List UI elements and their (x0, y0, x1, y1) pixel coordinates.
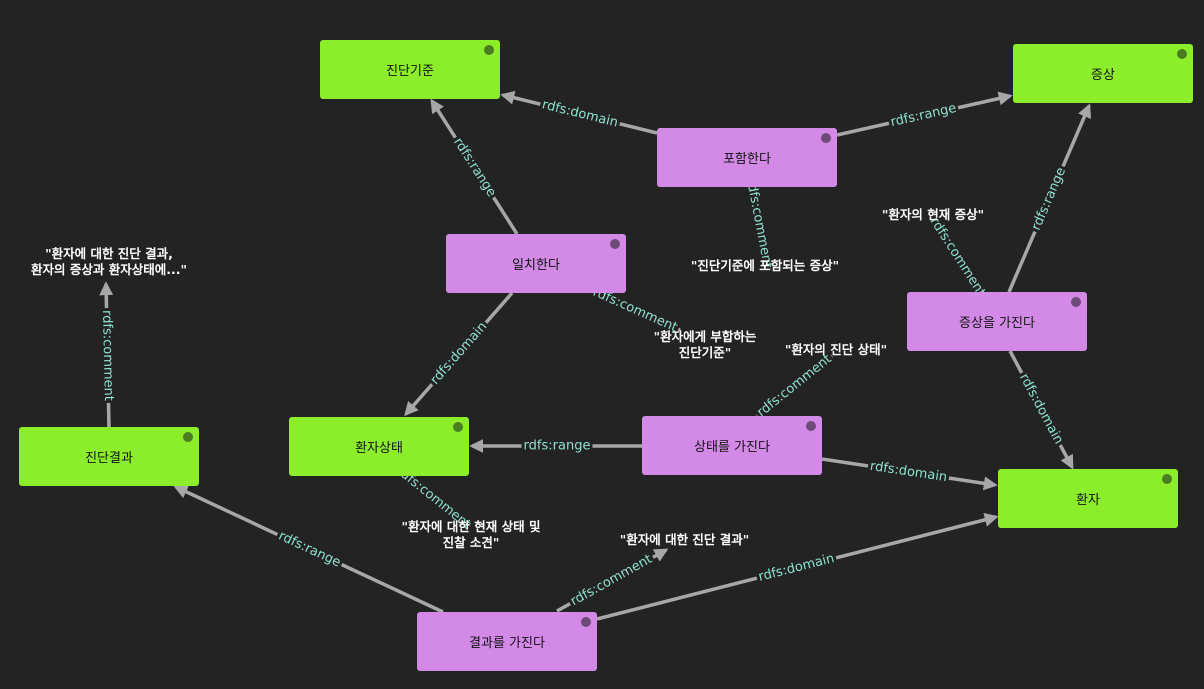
edge-includes-range-label-bg (887, 100, 960, 131)
node-handle-icon[interactable] (821, 133, 831, 143)
literal-patient-state-comment: "환자에 대한 현재 상태 및 진찰 소견" (401, 519, 541, 550)
edge-has-symptom-domain-label-bg (1015, 369, 1067, 449)
node-label: 일치한다 (512, 258, 560, 273)
edge-has-symptom-domain-label: rdfs:domain (1016, 371, 1066, 447)
node-label: 환자 (1076, 493, 1100, 508)
node-handle-icon[interactable] (1177, 49, 1187, 59)
node-label: 환자상태 (355, 441, 403, 456)
node-label: 증상을 가진다 (959, 316, 1035, 331)
edge-includes-range-label: rdfs:range (889, 101, 958, 130)
edge-has-state-range-label: rdfs:range (524, 439, 591, 454)
node-label: 상태를 가진다 (694, 440, 770, 455)
node-diagnostic-criteria[interactable]: 진단기준 (320, 40, 500, 99)
node-has-symptom[interactable]: 증상을 가진다 (907, 292, 1087, 351)
node-label: 진단결과 (85, 451, 133, 466)
edge-matches-comment-label-bg (588, 283, 682, 337)
node-has-state[interactable]: 상태를 가진다 (642, 416, 822, 475)
literal-has-result-comment: "환자에 대한 진단 결과" (619, 532, 750, 547)
node-handle-icon[interactable] (806, 421, 816, 431)
edge-has-result-comment-label: rdfs:comment (568, 552, 655, 609)
edge-includes-domain-label: rdfs:domain (540, 97, 619, 130)
node-includes[interactable]: 포함한다 (657, 128, 837, 187)
edge-includes-comment-label-bg (742, 175, 776, 272)
node-label: 결과를 가진다 (469, 636, 545, 651)
literal-includes-comment: "진단기준에 포함되는 증상" (690, 258, 840, 273)
node-patient-state[interactable]: 환자상태 (289, 417, 469, 476)
node-handle-icon[interactable] (1162, 474, 1172, 484)
edge-includes-domain-label-bg (538, 96, 622, 132)
edge-has-state-domain-label: rdfs:domain (869, 459, 948, 485)
literal-matches-comment: "환자에게 부합하는 진단기준" (653, 329, 757, 360)
edge-has-symptom-comment-label: rdfs:comment (927, 215, 989, 300)
node-symptom[interactable]: 증상 (1013, 44, 1193, 103)
node-handle-icon[interactable] (453, 422, 463, 432)
edge-has-state-comment-label: rdfs:comment (754, 352, 834, 421)
node-handle-icon[interactable] (610, 239, 620, 249)
edge-includes-comment-label: rdfs:comment (743, 177, 775, 269)
node-handle-icon[interactable] (183, 432, 193, 442)
node-handle-icon[interactable] (1071, 297, 1081, 307)
edge-has-symptom-comment-label-bg (925, 213, 990, 301)
node-label: 포함한다 (723, 152, 771, 167)
edge-matches-domain-label-bg (426, 317, 492, 390)
edge-has-state-domain-label-bg (866, 458, 951, 486)
edge-has-state-range-label-bg (521, 438, 593, 454)
edge-has-result-range-label-bg (274, 527, 345, 572)
edge-has-result-domain-label: rdfs:domain (757, 551, 836, 585)
edge-matches-range-label: rdfs:range (450, 135, 499, 199)
edge-has-result-domain-label-bg (755, 550, 838, 586)
node-handle-icon[interactable] (581, 617, 591, 627)
edge-matches-range-label-bg (449, 133, 500, 202)
edge-patient-state-comment-label-bg (391, 462, 476, 534)
literal-has-symptom-comment: "환자의 현재 증상" (881, 207, 985, 222)
literal-has-state-comment: "환자의 진단 상태" (784, 342, 888, 357)
node-handle-icon[interactable] (484, 45, 494, 55)
edge-diagnosis-result-comment-label-bg (99, 307, 116, 404)
edge-diagnosis-result-comment-label: rdfs:comment (99, 310, 116, 401)
node-patient[interactable]: 환자 (998, 469, 1178, 528)
edge-has-state-comment-label-bg (752, 350, 837, 422)
edge-has-symptom-range-label: rdfs:range (1029, 165, 1069, 232)
edge-has-result-comment-label-bg (566, 550, 657, 611)
edge-has-result-range-label: rdfs:range (276, 529, 343, 571)
node-label: 진단기준 (386, 64, 434, 79)
literal-diagnosis-result-comment: "환자에 대한 진단 결과, 환자의 증상과 환자상태에..." (31, 246, 187, 277)
node-diagnosis-result[interactable]: 진단결과 (19, 427, 199, 486)
edge-has-symptom-range-label-bg (1028, 163, 1070, 235)
edge-matches-domain-label: rdfs:domain (428, 319, 491, 387)
node-has-result[interactable]: 결과를 가진다 (417, 612, 597, 671)
node-matches[interactable]: 일치한다 (446, 234, 626, 293)
node-label: 증상 (1091, 68, 1115, 83)
